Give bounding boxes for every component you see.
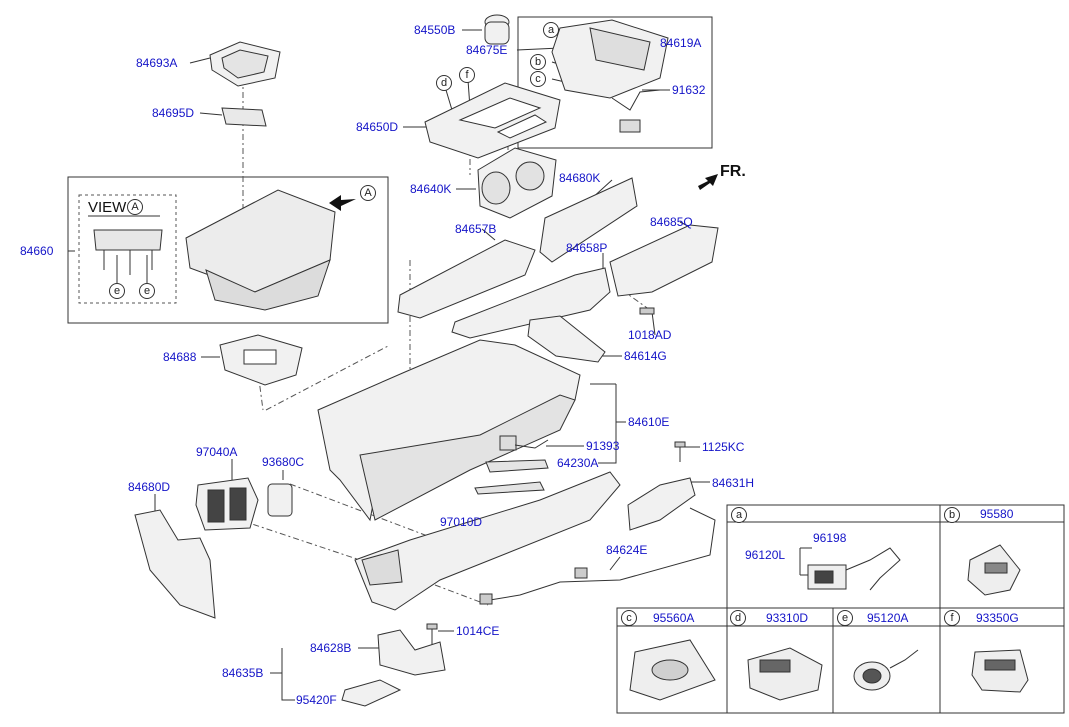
part-label-84675E[interactable]: 84675E [466,43,508,57]
ref-circle-a: a [543,22,559,38]
table-part-96198[interactable]: 96198 [813,531,847,545]
table-ref-c: c [621,610,637,626]
part-label-84550B[interactable]: 84550B [414,23,456,37]
part-label-97010D[interactable]: 97010D [440,515,483,529]
table-part-93350G[interactable]: 93350G [976,611,1019,625]
table-part-95580[interactable]: 95580 [980,507,1014,521]
table-ref-f: f [944,610,960,626]
front-arrow-icon [698,174,718,190]
ref-circle-e-left: e [109,283,125,299]
part-label-84631H[interactable]: 84631H [712,476,755,490]
part-label-84680D[interactable]: 84680D [128,480,171,494]
ref-circle-f: f [459,67,475,83]
part-label-84680K[interactable]: 84680K [559,171,601,185]
table-ref-a: a [731,507,747,523]
table-part-95560A[interactable]: 95560A [653,611,695,625]
arrow-ref-circle: A [360,185,376,201]
part-label-84693A[interactable]: 84693A [136,56,178,70]
view-arrow-icon [329,195,356,211]
part-label-84635B[interactable]: 84635B [222,666,264,680]
armrest-group-frame [67,176,389,324]
table-part-96120L[interactable]: 96120L [745,548,786,562]
front-label: FR. [720,163,746,180]
table-part-95120A[interactable]: 95120A [867,611,909,625]
part-label-84658P[interactable]: 84658P [566,241,608,255]
part-label-84614G[interactable]: 84614G [624,349,667,363]
part-label-1125KC[interactable]: 1125KC [702,440,745,454]
shifter-group-frame [517,16,713,149]
leader-lines [68,29,710,701]
ref-circle-c: c [530,71,546,87]
part-label-84660[interactable]: 84660 [20,244,54,258]
part-label-84695D[interactable]: 84695D [152,106,195,120]
ref-circle-e-right: e [139,283,155,299]
ref-circle-d: d [436,75,452,91]
view-ref-circle: A [127,199,143,215]
part-label-95420F[interactable]: 95420F [296,693,337,707]
part-label-1018AD[interactable]: 1018AD [628,328,672,342]
part-label-84640K[interactable]: 84640K [410,182,452,196]
table-part-93310D[interactable]: 93310D [766,611,809,625]
part-label-97040A[interactable]: 97040A [196,445,238,459]
part-label-91632[interactable]: 91632 [672,83,706,97]
part-label-84657B[interactable]: 84657B [455,222,497,236]
part-label-84619A[interactable]: 84619A [660,36,702,50]
part-label-93680C[interactable]: 93680C [262,455,305,469]
part-label-91393[interactable]: 91393 [586,439,620,453]
ref-circle-b: b [530,54,546,70]
view-a-frame [78,194,177,304]
table-ref-d: d [730,610,746,626]
part-label-1014CE[interactable]: 1014CE [456,624,500,638]
part-label-64230A[interactable]: 64230A [557,456,599,470]
part-label-84688[interactable]: 84688 [163,350,197,364]
part-label-84610E[interactable]: 84610E [628,415,670,429]
table-ref-b: b [944,507,960,523]
part-label-84624E[interactable]: 84624E [606,543,648,557]
part-label-84650D[interactable]: 84650D [356,120,399,134]
table-ref-e: e [837,610,853,626]
part-label-84628B[interactable]: 84628B [310,641,352,655]
table-part-drawings [629,544,1029,701]
view-label: VIEW [88,199,127,216]
option-table-grid [616,504,1065,714]
components [93,14,719,707]
part-label-84685Q[interactable]: 84685Q [650,215,693,229]
